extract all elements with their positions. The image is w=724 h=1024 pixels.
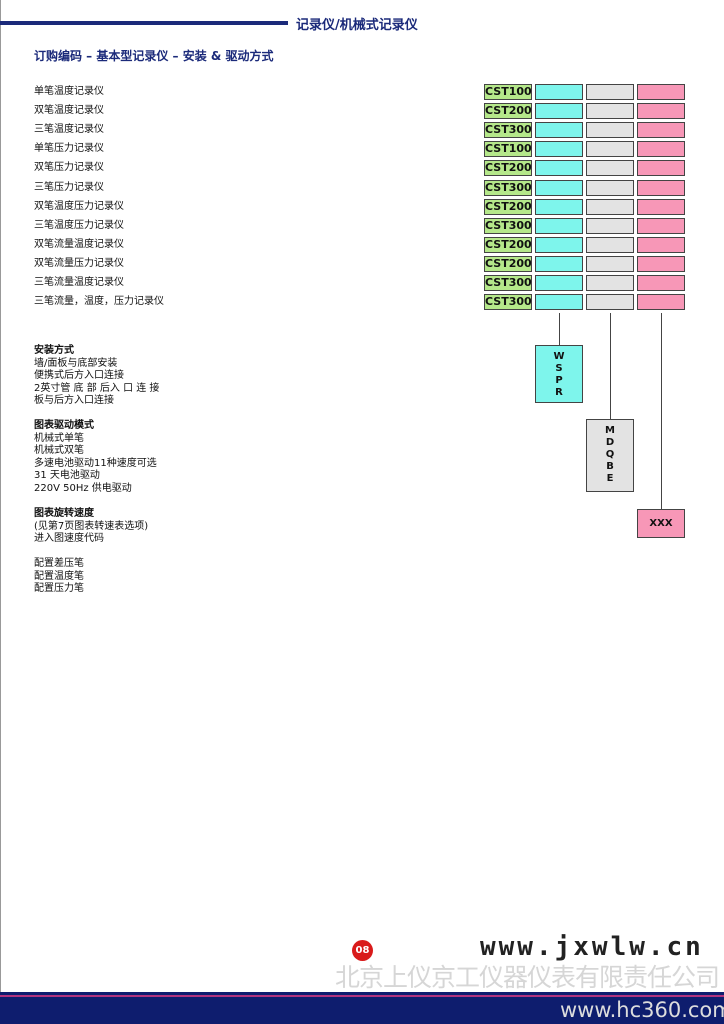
speed-slot xyxy=(637,160,685,177)
speed-heading: 图表旋转速度 xyxy=(34,508,94,519)
speed-option: 进入图速度代码 xyxy=(34,533,104,544)
model-name: 双笔压力记录仪 xyxy=(34,162,104,174)
model-code: CST200 xyxy=(484,236,532,253)
footer-stripe xyxy=(0,995,724,997)
speed-slot xyxy=(637,217,685,234)
pen-option: 配置差压笔 xyxy=(34,558,84,569)
model-name: 三笔流量温度记录仪 xyxy=(34,277,124,288)
model-code: CST300 xyxy=(484,179,532,196)
model-name: 双笔流量压力记录仪 xyxy=(34,257,124,269)
drive-slot xyxy=(586,198,634,215)
drive-slot xyxy=(586,179,634,196)
model-name: 三笔温度记录仪 xyxy=(34,124,104,136)
mount-slot xyxy=(535,294,583,311)
model-code: CST300 xyxy=(484,122,532,139)
drive-option: 多速电池驱动11种速度可选 xyxy=(34,457,157,469)
drive-slot xyxy=(586,160,634,177)
drive-slot xyxy=(586,103,634,120)
mount-section: 安装方式 墙/面板与底部安装 便携式后方入口连接 2英寸管 底 部 后入 口 连… xyxy=(34,345,159,408)
drive-slot xyxy=(586,236,634,253)
drive-code-box: M D Q B E xyxy=(586,419,634,492)
drive-heading: 图表驱动模式 xyxy=(34,420,94,431)
page-border xyxy=(0,0,1,992)
mount-heading: 安装方式 xyxy=(34,345,74,356)
speed-slot xyxy=(637,122,685,139)
drive-slot xyxy=(586,122,634,139)
mount-option: 板与后方入口连接 xyxy=(34,395,114,406)
model-name: 三笔温度压力记录仪 xyxy=(34,219,124,231)
mount-slot xyxy=(535,198,583,215)
drive-option: 机械式双笔 xyxy=(34,445,84,456)
speed-slot xyxy=(637,294,685,311)
watermark-url: www.jxwlw.cn xyxy=(480,932,704,962)
mount-slot xyxy=(535,122,583,139)
mount-option: 墙/面板与底部安装 xyxy=(34,357,118,369)
drive-option: 机械式单笔 xyxy=(34,432,84,444)
drive-slot xyxy=(586,84,634,100)
speed-slot xyxy=(637,198,685,215)
model-name: 双笔流量温度记录仪 xyxy=(34,238,124,250)
drive-option: 220V 50Hz 供电驱动 xyxy=(34,482,132,494)
speed-slot xyxy=(637,236,685,253)
model-code: CST100 xyxy=(484,141,532,158)
footer-band xyxy=(0,992,724,1024)
mount-option: 2英寸管 底 部 后入 口 连 接 xyxy=(34,382,160,394)
model-code: CST100 xyxy=(484,84,532,100)
model-name: 三笔流量，温度，压力记录仪 xyxy=(34,296,164,308)
mount-option: 便携式后方入口连接 xyxy=(34,370,124,381)
model-code: CST300 xyxy=(484,294,532,311)
model-code: CST200 xyxy=(484,160,532,177)
mount-code-box: W S P R xyxy=(535,345,583,403)
mount-slot xyxy=(535,179,583,196)
page-number-badge: 08 xyxy=(352,940,373,961)
model-code: CST200 xyxy=(484,103,532,120)
speed-slot xyxy=(637,275,685,291)
mount-slot xyxy=(535,255,583,272)
mount-slot xyxy=(535,103,583,120)
speed-section: 图表旋转速度 (见第7页图表转速表选项) 进入图速度代码 xyxy=(34,508,148,546)
model-code: CST200 xyxy=(484,255,532,272)
model-code: CST300 xyxy=(484,217,532,234)
model-code: CST300 xyxy=(484,275,532,291)
connector-line xyxy=(559,313,560,345)
speed-code-box: XXX xyxy=(637,509,685,538)
drive-slot xyxy=(586,255,634,272)
watermark-company: 北京上仪京工仪器仪表有限责任公司 xyxy=(335,963,720,992)
drive-slot xyxy=(586,275,634,291)
header-rule xyxy=(0,21,288,25)
connector-line xyxy=(661,313,662,509)
mount-slot xyxy=(535,160,583,177)
pens-section: 配置差压笔 配置温度笔 配置压力笔 xyxy=(34,558,84,596)
mount-slot xyxy=(535,236,583,253)
speed-slot xyxy=(637,103,685,120)
model-name: 单笔压力记录仪 xyxy=(34,143,104,155)
pen-option: 配置压力笔 xyxy=(34,583,84,594)
model-name: 单笔温度记录仪 xyxy=(34,86,104,97)
speed-option: (见第7页图表转速表选项) xyxy=(34,520,149,532)
drive-option: 31 天电池驱动 xyxy=(34,470,100,481)
watermark-url-2: www.hc360.com xyxy=(560,998,724,1022)
connector-line xyxy=(610,313,611,419)
pen-option: 配置温度笔 xyxy=(34,570,84,582)
header-title: 记录仪/机械式记录仪 xyxy=(296,18,418,33)
speed-slot xyxy=(637,255,685,272)
mount-slot xyxy=(535,141,583,158)
mount-slot xyxy=(535,275,583,291)
drive-slot xyxy=(586,141,634,158)
mount-slot xyxy=(535,217,583,234)
drive-slot xyxy=(586,294,634,311)
page-subtitle: 订购编码 – 基本型记录仪 – 安装 & 驱动方式 xyxy=(34,49,274,63)
model-name: 双笔温度记录仪 xyxy=(34,105,104,117)
speed-slot xyxy=(637,84,685,100)
model-code: CST200 xyxy=(484,198,532,215)
speed-slot xyxy=(637,141,685,158)
drive-slot xyxy=(586,217,634,234)
model-name: 三笔压力记录仪 xyxy=(34,181,104,193)
drive-section: 图表驱动模式 机械式单笔 机械式双笔 多速电池驱动11种速度可选 31 天电池驱… xyxy=(34,420,157,495)
model-name: 双笔温度压力记录仪 xyxy=(34,200,124,212)
mount-slot xyxy=(535,84,583,100)
speed-slot xyxy=(637,179,685,196)
